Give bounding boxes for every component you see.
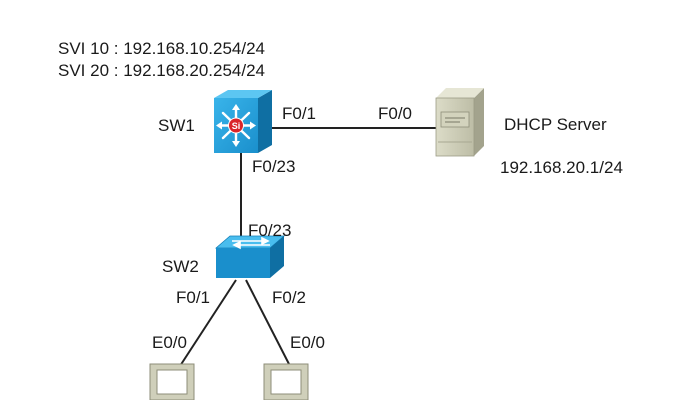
layer2-switch-icon	[214, 235, 286, 278]
server-icon	[435, 88, 484, 157]
sw2-port-f023-label: F0/23	[248, 221, 291, 240]
sw2-port-f01-label: F0/1	[176, 288, 210, 307]
layer3-switch-icon: Si	[214, 90, 272, 153]
pc-icon	[263, 363, 309, 400]
link-sw2-pc-left	[179, 279, 237, 367]
sw2-name-label: SW2	[162, 257, 199, 276]
sw2-device[interactable]	[214, 235, 286, 278]
pc-left-device[interactable]	[149, 363, 195, 400]
server-ip-label: 192.168.20.1/24	[500, 158, 623, 177]
sw1-name-label: SW1	[158, 116, 195, 135]
dhcp-server-device[interactable]	[435, 88, 484, 157]
sw1-port-f01-label: F0/1	[282, 104, 316, 123]
server-port-f00-label: F0/0	[378, 104, 412, 123]
pc-left-port-label: E0/0	[152, 333, 187, 352]
pc-right-port-label: E0/0	[290, 333, 325, 352]
sw1-port-f023-label: F0/23	[252, 157, 295, 176]
sw1-si-badge: Si	[232, 121, 241, 131]
sw1-device[interactable]: Si	[214, 90, 272, 153]
pc-right-device[interactable]	[263, 363, 309, 400]
svi-10-label: SVI 10 : 192.168.10.254/24	[58, 39, 265, 58]
sw2-port-f02-label: F0/2	[272, 288, 306, 307]
pc-icon	[149, 363, 195, 400]
link-sw2-pc-right	[245, 279, 291, 367]
server-name-label: DHCP Server	[504, 115, 607, 134]
svi-20-label: SVI 20 : 192.168.20.254/24	[58, 61, 265, 80]
